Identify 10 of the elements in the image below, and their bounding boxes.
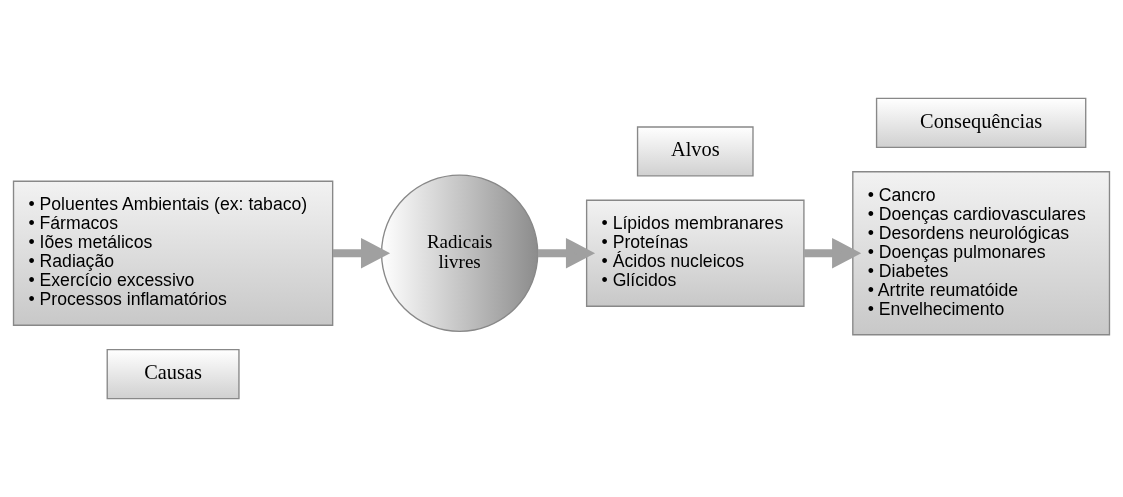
- node-box: Alvos: [636, 126, 754, 177]
- node-box: • Lípidos membranares • Proteínas • Ácidos nucleicos • Glícidos: [585, 199, 805, 307]
- node-box: • Cancro • Doenças cardiovasculares • Desordens neurológicas • Doenças pulmonares • Diabetes • Artrite reumatóide • Envelhecimento: [852, 171, 1111, 336]
- arrow: [332, 237, 391, 269]
- node-box: Consequências: [875, 97, 1087, 148]
- arrow: [537, 237, 596, 269]
- node-box: • Poluentes Ambientais (ex: tabaco) • Fármacos • Iões metálicos • Radiação • Exercício excessivo • Processos inflamatórios: [12, 180, 334, 326]
- node-box: Causas: [106, 349, 240, 400]
- arrow: [804, 237, 862, 269]
- node-circle: Radicais livres: [380, 174, 539, 332]
